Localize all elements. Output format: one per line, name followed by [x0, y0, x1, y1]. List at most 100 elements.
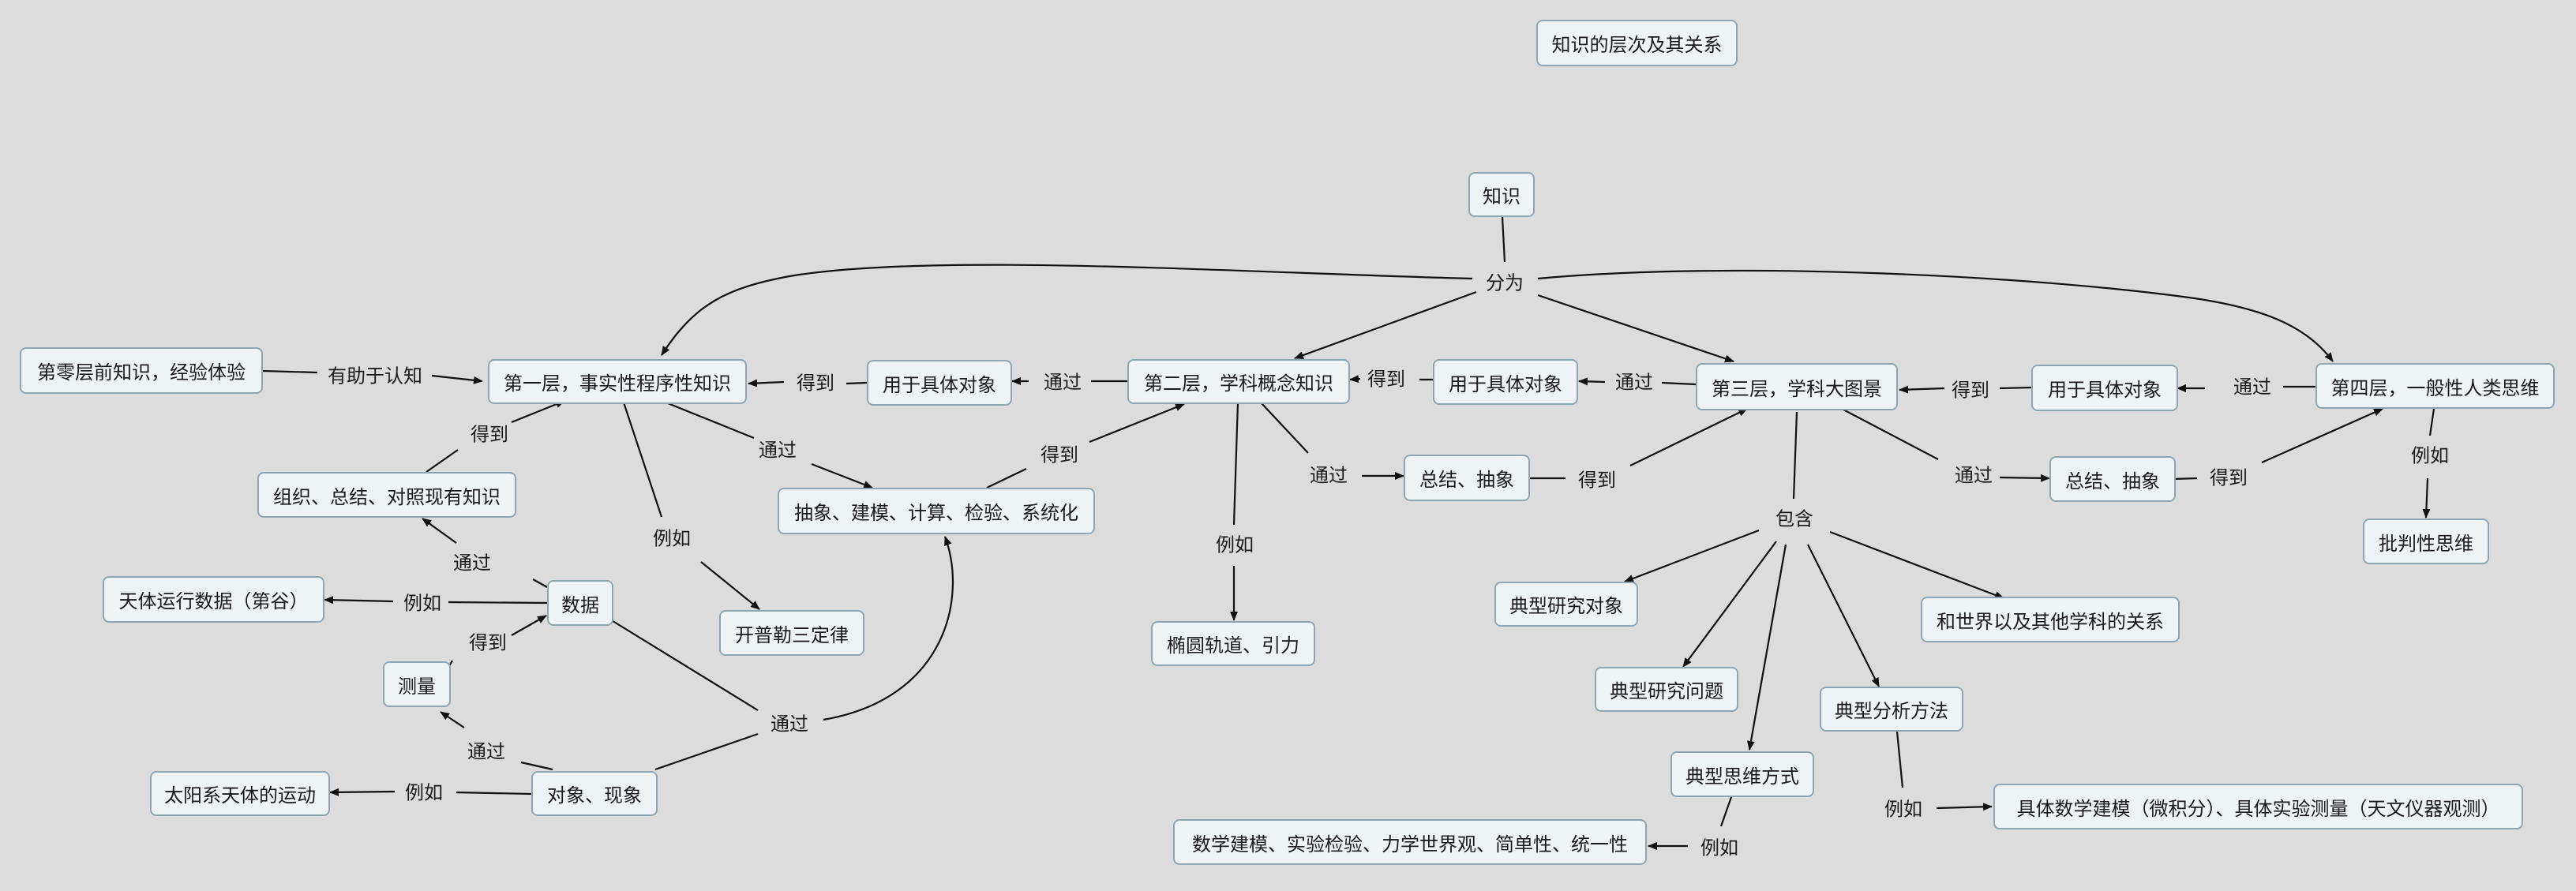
- node-layer3[interactable]: 第三层，学科大图景: [1696, 363, 1898, 410]
- label-get-s2: 得到: [2210, 466, 2248, 489]
- label-fenwei: 分为: [1486, 271, 1524, 294]
- label-via-abs: 通过: [759, 439, 797, 462]
- label-eg1: 例如: [653, 527, 691, 550]
- node-apply3[interactable]: 用于具体对象: [2031, 365, 2178, 411]
- edge-getc-layer3: [1899, 385, 1945, 394]
- label-eg-obj: 例如: [405, 781, 443, 804]
- node-apply2[interactable]: 用于具体对象: [1433, 359, 1578, 405]
- diagram-title: 知识的层次及其关系: [1536, 20, 1738, 66]
- label-eg-method: 例如: [1884, 798, 1922, 821]
- label-via-s2: 通过: [1955, 464, 1993, 487]
- node-zhishi[interactable]: 知识: [1468, 172, 1535, 217]
- node-ellipse[interactable]: 椭圆轨道、引力: [1151, 621, 1315, 666]
- edge-data-viadata: [609, 619, 759, 711]
- edge-include-world: [1829, 530, 2004, 600]
- edge-egdata-astro: [324, 596, 394, 605]
- node-typ-obj[interactable]: 典型研究对象: [1494, 582, 1638, 627]
- edge-layer2-vias1: [1260, 402, 1309, 454]
- edge-vias2-summary2: [1999, 474, 2050, 482]
- edge-egmethod-calc: [1936, 803, 1993, 811]
- node-data[interactable]: 数据: [547, 580, 613, 626]
- edge-include-typthink: [1746, 544, 1787, 751]
- edge-eg1-kepler: [700, 561, 760, 610]
- node-math-model[interactable]: 数学建模、实验检验、力学世界观、简单性、统一性: [1173, 819, 1647, 865]
- label-via-data: 通过: [771, 713, 808, 736]
- node-layer2[interactable]: 第二层，学科概念知识: [1127, 359, 1350, 404]
- node-astro-data[interactable]: 天体运行数据（第谷）: [103, 576, 324, 623]
- label-eg-think: 例如: [1700, 837, 1738, 859]
- label-get-data: 得到: [469, 631, 507, 654]
- edge-typthink-egthink: [1719, 796, 1733, 827]
- edge-layer2-eg2: [1232, 402, 1239, 526]
- edge-gets1-layer3: [1629, 408, 1748, 466]
- node-critical[interactable]: 批判性思维: [2363, 519, 2489, 564]
- edge-layer3-vias2: [1841, 408, 1939, 460]
- edge-layer4-eg4: [2428, 408, 2435, 436]
- edge-gets2-layer4: [2261, 407, 2383, 464]
- label-via-org: 通过: [453, 552, 491, 575]
- edge-object-egobj: [456, 791, 532, 796]
- node-solar[interactable]: 太阳系天体的运动: [150, 771, 330, 816]
- node-layer4[interactable]: 第四层，一般性人类思维: [2315, 363, 2555, 409]
- node-layer0[interactable]: 第零层前知识，经验体验: [20, 347, 263, 394]
- node-summary1[interactable]: 总结、抽象: [1404, 455, 1530, 501]
- label-via-data-left: 通过: [467, 740, 505, 763]
- label-eg-data: 例如: [403, 592, 441, 615]
- edge-apply1-geta: [846, 381, 868, 385]
- label-via-a: 通过: [1044, 371, 1082, 394]
- edge-include-typprob: [1682, 541, 1777, 668]
- node-typ-method[interactable]: 典型分析方法: [1820, 687, 1963, 732]
- node-summary2[interactable]: 总结、抽象: [2049, 456, 2176, 502]
- edge-organize-getorg: [426, 449, 459, 473]
- node-world-rel[interactable]: 和世界以及其他学科的关系: [1921, 597, 2180, 642]
- edge-layer3-viab: [1661, 381, 1697, 386]
- edge-helps-layer1: [431, 374, 483, 384]
- edge-viaabs-abstract: [811, 462, 873, 489]
- edge-layer1-eg1: [622, 402, 663, 518]
- edge-include-typobj: [1624, 529, 1760, 583]
- edge-fenwei-layer4: [1537, 269, 2334, 362]
- edge-abstract-getabs: [986, 468, 1027, 489]
- edge-apply3-getc: [1999, 386, 2032, 390]
- node-typ-prob[interactable]: 典型研究问题: [1595, 667, 1738, 712]
- node-apply1[interactable]: 用于具体对象: [867, 360, 1012, 406]
- label-include: 包含: [1775, 507, 1813, 530]
- edge-layer3-include: [1792, 411, 1798, 500]
- edge-data-viaorg: [532, 578, 548, 588]
- node-organize[interactable]: 组织、总结、对照现有知识: [257, 472, 516, 518]
- edge-eg4-critical: [2422, 477, 2431, 519]
- label-get-org: 得到: [471, 423, 508, 446]
- edge-layer0-helps: [262, 369, 318, 374]
- edge-viadata-measure: [440, 711, 465, 728]
- node-measure[interactable]: 测量: [383, 661, 451, 707]
- edge-layer1-viaabs: [667, 402, 755, 440]
- node-abstract-model[interactable]: 抽象、建模、计算、检验、系统化: [778, 488, 1095, 534]
- edge-viab-apply2: [1578, 377, 1606, 386]
- edge-viaorg-organize: [422, 518, 457, 544]
- label-helps: 有助于认知: [328, 365, 422, 387]
- edge-summary2-gets2: [2173, 477, 2198, 481]
- label-eg4: 例如: [2411, 444, 2449, 467]
- edge-getabs-layer2: [1089, 402, 1185, 444]
- node-calc-model[interactable]: 具体数学建模（微积分）、具体实验测量（天文仪器观测）: [1993, 784, 2523, 829]
- edge-getorg-layer1: [511, 399, 565, 424]
- label-get-c: 得到: [1952, 379, 1989, 402]
- edge-object-viadata2: [520, 761, 553, 771]
- edge-data-egdata: [448, 601, 548, 605]
- label-via-b: 通过: [1615, 371, 1653, 394]
- edge-getb-layer2: [1349, 375, 1361, 384]
- label-get-b: 得到: [1367, 368, 1405, 391]
- node-layer1[interactable]: 第一层，事实性程序性知识: [488, 359, 747, 404]
- label-via-c: 通过: [2233, 376, 2271, 399]
- node-object[interactable]: 对象、现象: [531, 771, 658, 816]
- edge-getdata-data: [511, 615, 547, 636]
- edge-typmethod-egmethod: [1895, 731, 1904, 788]
- label-via-s1: 通过: [1310, 464, 1348, 487]
- label-get-s1: 得到: [1578, 469, 1616, 492]
- edge-include-typmethod: [1807, 544, 1880, 687]
- edge-geta-layer1: [748, 379, 785, 387]
- label-get-abs: 得到: [1041, 444, 1078, 466]
- node-kepler[interactable]: 开普勒三定律: [719, 610, 864, 656]
- edge-fenwei-layer3: [1537, 294, 1734, 363]
- node-typ-think[interactable]: 典型思维方式: [1670, 751, 1814, 797]
